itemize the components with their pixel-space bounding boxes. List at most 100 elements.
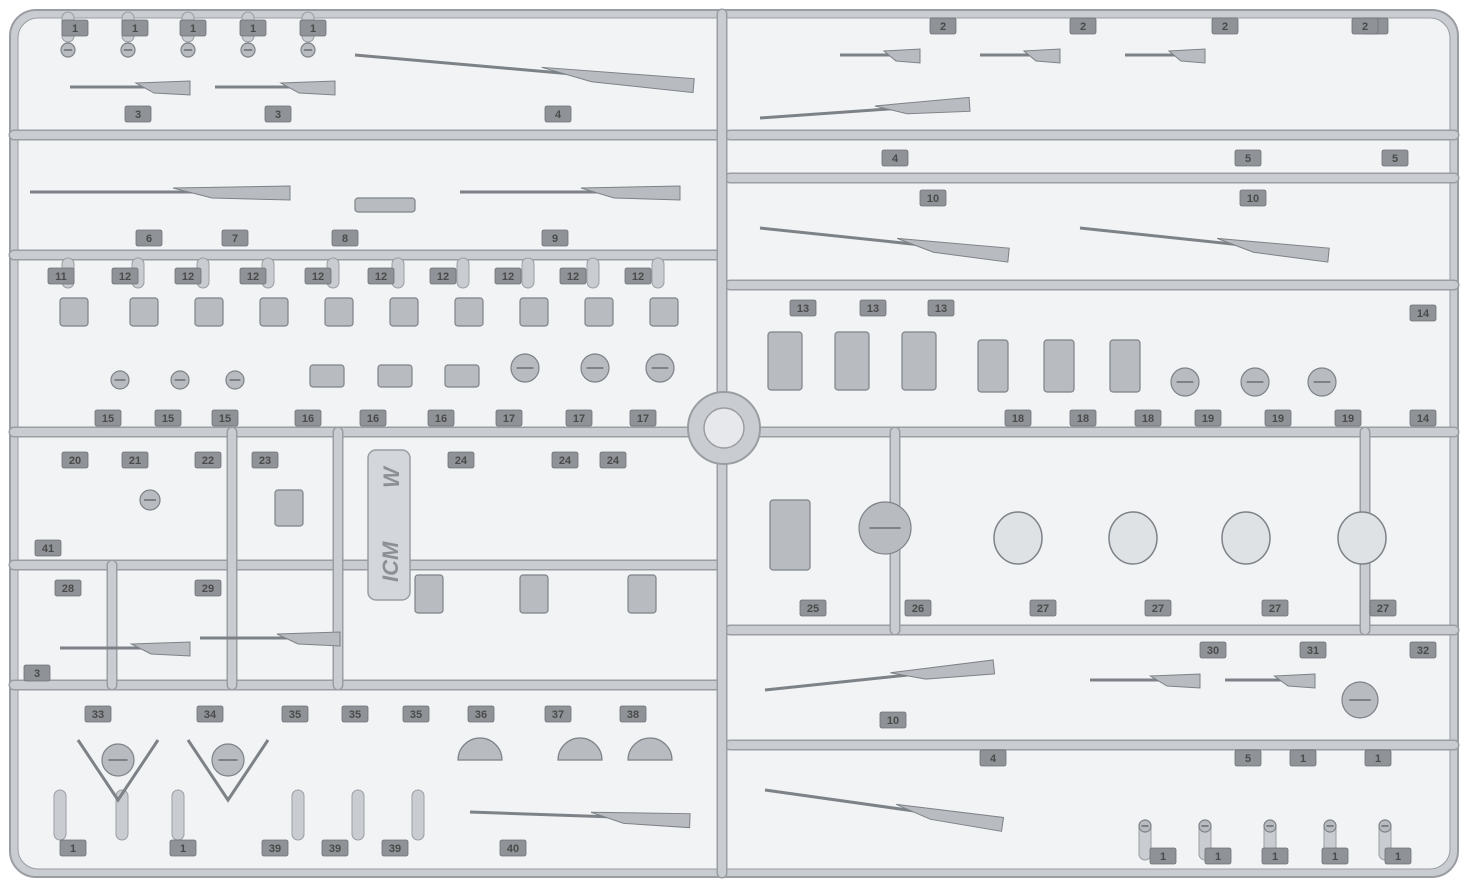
part-tag-plate — [321, 839, 349, 857]
part-tag: 17 — [495, 409, 523, 427]
part-tag: 12 — [174, 267, 202, 285]
part-tag: 38 — [619, 705, 647, 723]
part-tag-plate — [34, 539, 62, 557]
part-tag-plate — [551, 451, 579, 469]
part-tag-plate — [1194, 409, 1222, 427]
part-tag-label: 1 — [132, 23, 138, 35]
part-tag-plate — [179, 19, 207, 37]
part-tag: 1 — [1261, 847, 1289, 865]
part-tag-plate — [1369, 599, 1397, 617]
part-tag-label: 14 — [1417, 413, 1430, 425]
part-tag-label: 8 — [342, 233, 348, 245]
part-tag-plate — [1321, 847, 1349, 865]
part-tag: 12 — [624, 267, 652, 285]
part-tag-plate — [59, 839, 87, 857]
part-gate — [521, 257, 535, 289]
part-tag-label: 17 — [573, 413, 585, 425]
part-tag-plate — [494, 267, 522, 285]
part-tag-plate — [1351, 17, 1379, 35]
sprue-gate-center — [703, 407, 745, 449]
part-tag: 9 — [541, 229, 569, 247]
part-tag-label: 1 — [72, 23, 78, 35]
part-tag-plate — [1204, 847, 1232, 865]
part-tag: 18 — [1069, 409, 1097, 427]
box-part — [519, 297, 549, 327]
part-tag-plate — [881, 149, 909, 167]
part-tag-label: 10 — [927, 193, 939, 205]
part-tag: 12 — [304, 267, 332, 285]
part-tag-plate — [402, 705, 430, 723]
helmet-part — [1221, 511, 1271, 565]
part-tag: 10 — [879, 711, 907, 729]
part-tag: 7 — [221, 229, 249, 247]
part-tag-plate — [169, 839, 197, 857]
part-tag-plate — [1069, 409, 1097, 427]
part-tag-label: 1 — [1375, 753, 1381, 765]
part-tag-label: 4 — [555, 109, 562, 121]
rifle-stock — [1167, 48, 1206, 64]
part-tag-label: 3 — [135, 109, 141, 121]
part-tag-plate — [429, 267, 457, 285]
strap-part — [76, 739, 160, 803]
part-tag: 24 — [599, 451, 627, 469]
part-tag-plate — [904, 599, 932, 617]
part-tag: 18 — [1134, 409, 1162, 427]
part-tag: 16 — [294, 409, 322, 427]
part-tag-plate — [194, 451, 222, 469]
semicircle-part — [627, 737, 673, 761]
box-part — [444, 364, 480, 388]
part-tag: 6 — [135, 229, 163, 247]
part-tag-label: 15 — [162, 413, 174, 425]
part-tag-plate — [174, 267, 202, 285]
part-tag-plate — [359, 409, 387, 427]
part-tag-plate — [1234, 749, 1262, 767]
part-tag-label: 27 — [1037, 603, 1049, 615]
part-tag-label: 10 — [887, 715, 899, 727]
logo-letter: W — [379, 465, 404, 488]
part-tag: 21 — [121, 451, 149, 469]
rifle-stock — [541, 66, 695, 94]
part-tag-plate — [427, 409, 455, 427]
part-tag-plate — [499, 839, 527, 857]
part-tag-plate — [54, 579, 82, 597]
part-tag: 14 — [1409, 304, 1437, 322]
part-tag-label: 13 — [867, 303, 879, 315]
part-tag: 1 — [1384, 847, 1412, 865]
part-tag-plate — [261, 839, 289, 857]
part-tag-label: 24 — [559, 455, 572, 467]
part-gate — [586, 257, 600, 289]
part-tag-plate — [251, 451, 279, 469]
part-tag: 32 — [1409, 641, 1437, 659]
part-tag: 12 — [111, 267, 139, 285]
part-tag-label: 2 — [940, 21, 946, 33]
part-tag-plate — [111, 267, 139, 285]
part-tag-plate — [61, 451, 89, 469]
helmet-part — [1108, 511, 1158, 565]
part-tag-label: 2 — [1222, 21, 1228, 33]
part-tag-label: 19 — [1342, 413, 1354, 425]
part-tag: 5 — [1234, 149, 1262, 167]
part-tag: 14 — [1409, 409, 1437, 427]
part-tag-plate — [879, 711, 907, 729]
part-tag-plate — [381, 839, 409, 857]
part-tag-label: 14 — [1417, 308, 1430, 320]
rifle-part — [764, 659, 996, 692]
part-tag-plate — [1334, 409, 1362, 427]
part-tag: 13 — [859, 299, 887, 317]
part-gate — [411, 789, 425, 841]
box-part — [59, 297, 89, 327]
part-gate — [115, 789, 129, 841]
part-tag-label: 38 — [627, 709, 639, 721]
part-tag: 10 — [919, 189, 947, 207]
box-part — [354, 197, 416, 213]
part-tag-plate — [367, 267, 395, 285]
rifle-part — [1225, 673, 1316, 689]
box-part — [977, 339, 1009, 393]
part-tag-label: 12 — [247, 271, 259, 283]
part-tag-label: 1 — [1395, 851, 1401, 863]
part-tag-label: 18 — [1142, 413, 1154, 425]
part-tag-label: 27 — [1152, 603, 1164, 615]
part-tag-label: 26 — [912, 603, 924, 615]
part-tag: 27 — [1144, 599, 1172, 617]
part-tag-label: 3 — [34, 668, 40, 680]
